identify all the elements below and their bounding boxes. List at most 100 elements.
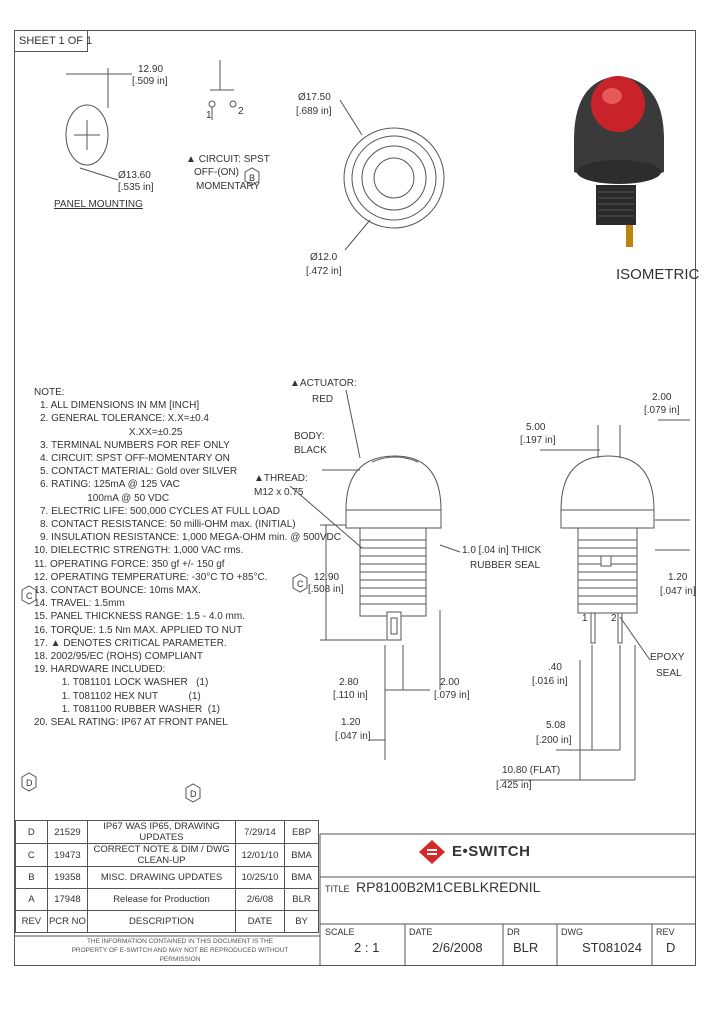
sheet-label: SHEET 1 OF 1 [19,35,93,47]
front-w1-in: [.197 in] [520,435,556,446]
note-item: 20. SEAL RATING: IP67 AT FRONT PANEL [34,717,228,729]
top-dia-outer: Ø17.50 [298,92,331,103]
panel-dim-width-in: [.509 in] [132,76,168,87]
table-row: D 21529 IP67 WAS IP65, DRAWING UPDATES 7… [15,820,319,844]
top-dia-inner: Ø12.0 [310,252,338,263]
note-item: 6. RATING: 125mA @ 125 VAC [40,479,180,491]
side-badge-label: C [297,579,304,589]
drawing-sheet [14,30,696,966]
pcr-cell: 21529 [46,820,89,844]
title-label: TITLE [325,884,350,894]
epoxy-seal-label: SEAL [656,668,682,679]
desc-header: DESCRIPTION [87,910,236,933]
title-value: RP8100B2M1CEBLKREDNIL [356,879,541,895]
pcr-cell: 19473 [46,843,89,867]
rev-label: REV [656,927,675,937]
front-d508-in: [.200 in] [536,735,572,746]
note-item: 1. T081102 HEX NUT (1) [34,690,201,702]
note-item: 1. T081101 LOCK WASHER (1) [34,677,209,689]
circuit-line2: OFF-(ON) [194,167,239,178]
note-item: 1. ALL DIMENSIONS IN MM [INCH] [40,400,200,412]
thread-label: ▲THREAD: [254,473,308,484]
panel-dim-dia-in: [.535 in] [118,182,154,193]
table-row: B 19358 MISC. DRAWING UPDATES 10/25/10 B… [15,866,319,889]
dwg-value: ST081024 [582,940,642,955]
note-item: 18. 2002/95/EC (ROHS) COMPLIANT [34,651,203,663]
desc-cell: MISC. DRAWING UPDATES [87,866,236,889]
pcr-cell: 19358 [46,866,89,889]
desc-cell: Release for Production [87,888,236,911]
scale-value: 2 : 1 [354,940,380,955]
circuit-pin1: 1 [206,110,212,121]
term-thick: 1.20 [341,717,361,728]
front-w1: 5.00 [526,422,546,433]
front-d40-in: [.016 in] [532,676,568,687]
circuit-label: ▲ CIRCUIT: SPST [186,154,270,165]
note-item: X.XX=±0.25 [40,426,183,438]
note-item: 7. ELECTRIC LIFE: 500,000 CYCLES AT FULL… [40,505,280,517]
desc-cell: IP67 WAS IP65, DRAWING UPDATES [87,820,236,844]
thread-spec: M12 x 0.75 [254,487,304,498]
circuit-pin2: 2 [238,106,244,117]
notes-title: NOTE: [34,387,65,398]
term-width: 2.80 [339,677,359,688]
revision-table: D 21529 IP67 WAS IP65, DRAWING UPDATES 7… [15,820,319,933]
note-item: 8. CONTACT RESISTANCE: 50 milli-OHM max.… [40,519,296,531]
dwg-label: DWG [561,927,583,937]
date-label: DATE [409,927,433,937]
note-item: 12. OPERATING TEMPERATURE: -30°C TO +85°… [34,571,268,583]
front-w2: 2.00 [652,392,672,403]
note-item: 11. OPERATING FORCE: 350 gf +/- 150 gf [34,558,225,570]
scale-label: SCALE [325,927,355,937]
front-flat-in: [.425 in] [496,780,532,791]
table-row: C 19473 CORRECT NOTE & DIM / DWG CLEAN-U… [15,843,319,867]
front-d508: 5.08 [546,720,566,731]
circuit-line3: MOMENTARY [196,181,261,192]
front-flat: 10.80 (FLAT) [502,765,561,776]
note-item: 19. HARDWARE INCLUDED: [34,664,166,676]
front-pin1: 1 [582,613,588,624]
dr-value: BLR [513,940,539,955]
by-cell: EBP [284,820,319,844]
rev-cell: C [15,843,48,867]
note-item: 3. TERMINAL NUMBERS FOR REF ONLY [40,439,230,451]
term-width-in: [.110 in] [333,690,368,701]
date-cell: 7/29/14 [234,820,286,844]
note-item: 15. PANEL THICKNESS RANGE: 1.5 - 4.0 mm. [34,611,245,623]
note-item: 1. T081100 RUBBER WASHER (1) [34,703,220,715]
sheet-label-box [14,30,88,52]
body-label: BODY: [294,431,325,442]
body-color: BLACK [294,445,327,456]
panel-dim-dia: Ø13.60 [118,170,151,181]
table-header-row: REV PCR NO DESCRIPTION DATE BY [15,910,319,933]
rev-cell: A [15,888,48,911]
side-badge-shape [292,573,308,593]
logo-mark [419,840,445,864]
by-cell: BMA [284,866,319,889]
pcr-header: PCR NO [46,910,89,933]
date-cell: 10/25/10 [234,866,286,889]
note-item: 2. GENERAL TOLERANCE: X.X=±0.4 [40,413,209,425]
note-item: 100mA @ 50 VDC [40,492,170,504]
front-view [500,419,690,781]
desc-cell: CORRECT NOTE & DIM / DWG CLEAN-UP [87,843,236,867]
front-pin2: 2 [611,613,617,624]
pcr-cell: 17948 [46,888,89,911]
side-view [289,389,461,760]
note-item: 17. ▲ DENOTES CRITICAL PARAMETER. [34,637,227,649]
by-cell: BMA [284,843,319,867]
note-badge-d2: D [190,789,197,799]
term-spacing-in: [.079 in] [434,690,470,701]
note-item: 16. TORQUE: 1.5 Nm MAX. APPLIED TO NUT [34,624,243,636]
note-item: 13. CONTACT BOUNCE: 10ms MAX. [34,585,201,597]
front-w2-in: [.079 in] [644,405,680,416]
by-cell: BLR [284,888,319,911]
note-item: 14. TRAVEL: 1.5mm [34,598,125,610]
side-height: 12.90 [314,572,340,583]
date-cell: 2/6/08 [234,888,286,911]
note-badge-c: C [26,591,33,601]
seal-label: 1.0 [.04 in] THICK [462,545,542,556]
rev-cell: D [15,820,48,844]
front-d40: .40 [548,662,562,673]
